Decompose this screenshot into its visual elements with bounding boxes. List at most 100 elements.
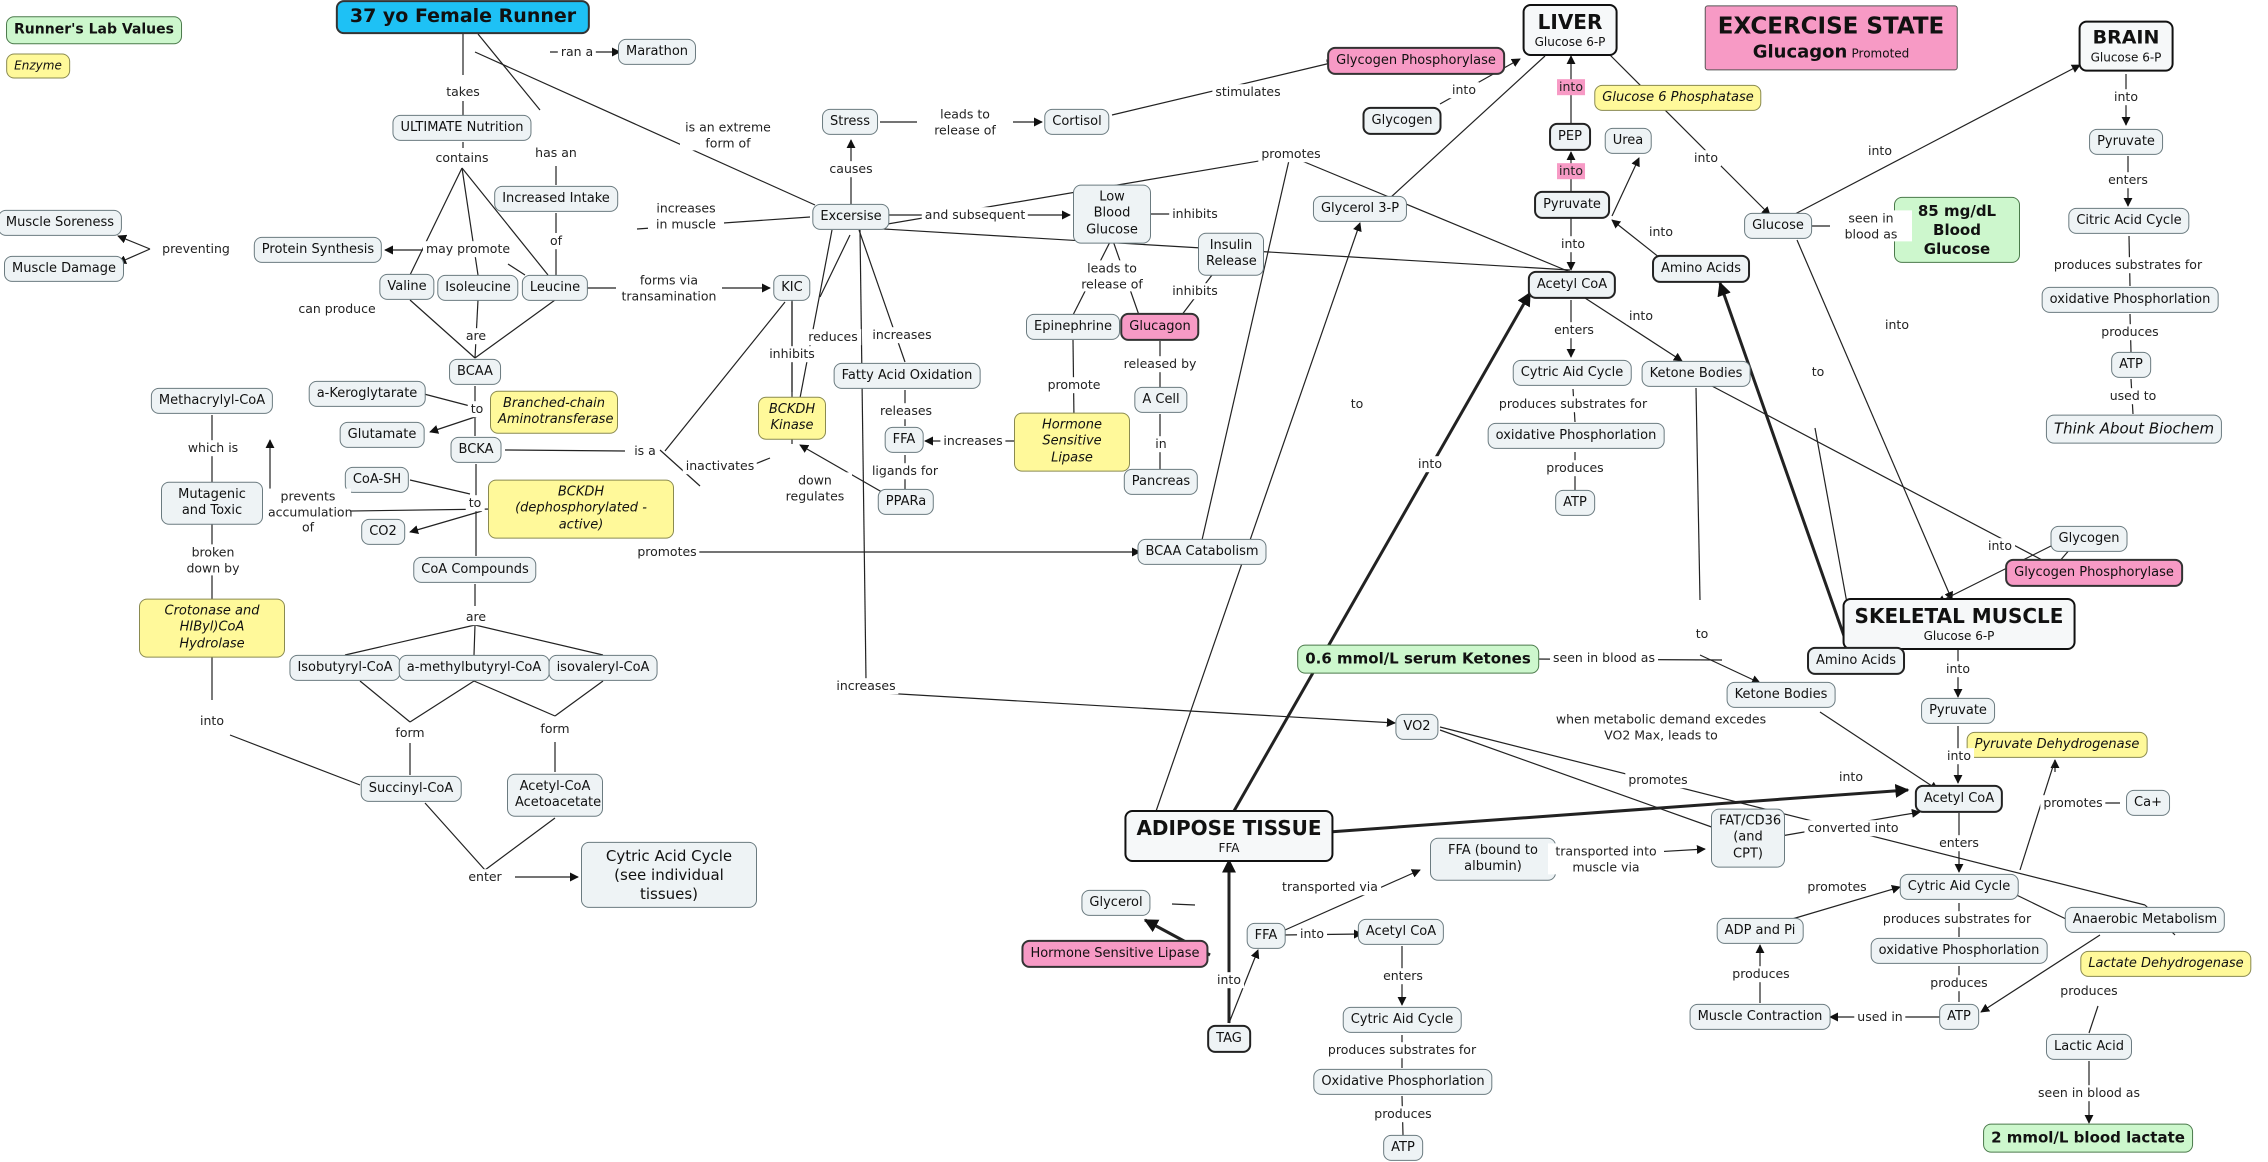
label-to-2: to <box>465 495 485 511</box>
node-urea: Urea <box>1604 127 1652 155</box>
label-enters-muscle: enters <box>1936 835 1982 851</box>
node-coa-compounds: CoA Compounds <box>413 556 537 584</box>
node-glucose-liver: Glucose <box>1744 212 1812 240</box>
label-increases-hsl: increases <box>940 433 1006 449</box>
label-which-is: which is <box>184 440 242 456</box>
node-cytric-muscle: Cytric Aid Cycle <box>1899 873 2019 901</box>
node-methacrylyl-coa: Methacrylyl-CoA <box>150 387 274 415</box>
node-glycogen-muscle: Glycogen <box>2050 525 2128 553</box>
enzyme-g6p: Glucose 6 Phosphatase <box>1594 84 1762 112</box>
node-acetyl-coa-muscle: Acetyl CoA <box>1914 784 2004 814</box>
label-into-glycogen-muscle: into <box>1985 538 2015 554</box>
connector-line <box>477 33 541 111</box>
muscle-title: SKELETAL MUSCLE <box>1854 604 2064 628</box>
connector-line <box>1794 64 2081 215</box>
node-lactic-acid: Lactic Acid <box>2045 1033 2133 1061</box>
label-ligands: ligands for <box>868 463 942 479</box>
node-pancreas: Pancreas <box>1123 468 1199 496</box>
enzyme-crotonase: Crotonase and HIByl)CoA Hydrolase <box>139 598 285 658</box>
label-seen-ketones: seen in blood as <box>1550 650 1658 666</box>
label-produces-sub-adipose: produces substrates for <box>1324 1042 1480 1058</box>
node-coa-sh: CoA-SH <box>344 466 410 494</box>
node-ox-phos-adipose: Oxidative Phosphorlation <box>1313 1068 1493 1096</box>
connector-line <box>344 624 476 656</box>
node-ketone-bodies-muscle: Ketone Bodies <box>1726 681 1836 709</box>
node-anaerobic: Anaerobic Metabolism <box>2064 906 2226 934</box>
enzyme-glycogen-phosphorylase-muscle: Glycogen Phosphorylase <box>2005 558 2183 588</box>
node-methylbutyryl-coa: a-methylbutyryl-CoA <box>398 654 550 682</box>
connector-line <box>1153 222 1362 818</box>
connector-line <box>1289 155 1571 273</box>
label-contains: contains <box>432 150 492 166</box>
label-into-g6p: into <box>1691 150 1721 166</box>
label-into-pep: into <box>1557 79 1585 95</box>
label-form-1: form <box>392 725 428 741</box>
connector-line <box>1717 281 1852 654</box>
node-isoleucine: Isoleucine <box>437 274 519 302</box>
label-may-promote: may promote <box>422 241 514 257</box>
node-cortisol: Cortisol <box>1044 108 1110 136</box>
label-forms-via: forms via transamination <box>616 272 722 304</box>
label-promote: promote <box>1044 377 1104 393</box>
node-mutagenic: Mutagenic and Toxic <box>161 481 263 525</box>
connector-line <box>473 680 556 717</box>
node-a-keroglytarate: a-Keroglytarate <box>308 380 426 408</box>
enzyme-hsl-mid: Hormone Sensitive Lipase <box>1014 412 1130 472</box>
node-adp-pi: ADP and Pi <box>1716 917 1804 945</box>
node-ppara: PPARa <box>877 488 935 516</box>
connector-line <box>2088 1005 2099 1034</box>
connector-line <box>1709 384 2081 581</box>
connector-line <box>507 263 526 276</box>
label-released-by: released by <box>1120 356 1200 372</box>
label-used-in-muscle: used in <box>1854 1009 1906 1025</box>
label-enters-liver: enters <box>1551 322 1597 338</box>
node-ox-phos-liver: oxidative Phosphorlation <box>1487 422 1665 450</box>
enzyme-bckdh-kinase: BCKDH Kinase <box>758 396 826 440</box>
legend-enzyme: Enzyme <box>6 53 70 79</box>
brain-title: BRAIN <box>2092 26 2160 49</box>
node-atp-muscle: ATP <box>1939 1003 1979 1031</box>
connector-line <box>1611 219 1661 259</box>
label-reduces: reduces <box>805 329 861 345</box>
node-vo2: VO2 <box>1395 713 1439 741</box>
connector-line <box>2019 759 2056 871</box>
connector-line <box>1936 543 2056 604</box>
connector-line <box>409 510 483 535</box>
node-citric-brain: Citric Acid Cycle <box>2068 207 2190 235</box>
hormone-glucagon: Glucagon <box>1120 312 1200 342</box>
connector-line <box>1201 155 1291 541</box>
label-promotes-adp: promotes <box>1804 879 1870 895</box>
node-glycerol-3p: Glycerol 3-P <box>1312 195 1408 223</box>
label-into-tag: into <box>1214 972 1244 988</box>
liver-sub: Glucose 6-P <box>1534 35 1606 49</box>
connector-line <box>1796 239 1953 601</box>
node-ox-phos-muscle: oxidative Phosphorlation <box>1870 937 2048 965</box>
node-fatty-acid-oxidation: Fatty Acid Oxidation <box>833 362 981 390</box>
connector-line <box>664 301 786 452</box>
label-enters-adipose: enters <box>1380 968 1426 984</box>
label-enter: enter <box>465 869 505 885</box>
node-fat-cd36: FAT/CD36 (and CPT) <box>1711 808 1785 868</box>
label-seen-blood-glucose: seen in blood as <box>1830 210 1912 242</box>
node-bcka: BCKA <box>450 436 502 464</box>
connector-line <box>1695 387 1701 601</box>
node-insulin-release: Insulin Release <box>1198 232 1264 276</box>
connector-line <box>473 624 476 656</box>
connector-line <box>1699 654 1761 684</box>
node-atp-adipose: ATP <box>1383 1134 1423 1162</box>
patient-node: 37 yo Female Runner <box>335 0 591 34</box>
label-increases-vo2: increases <box>833 678 899 694</box>
label-preventing: preventing <box>159 241 233 257</box>
connector-line <box>474 299 556 359</box>
node-amino-acids-muscle: Amino Acids <box>1807 646 1905 676</box>
label-has-an: has an <box>532 145 580 161</box>
node-acetyl-coa-liver: Acetyl CoA <box>1527 270 1617 300</box>
label-into-adipose-liver: into <box>1415 456 1445 472</box>
node-ketone-bodies-liver: Ketone Bodies <box>1641 360 1751 388</box>
connector-line <box>865 691 1396 728</box>
node-kic: KIC <box>773 274 811 302</box>
connector-line <box>859 229 867 681</box>
state-hormone: Glucagon <box>1752 41 1848 63</box>
connector-line <box>1980 934 2101 1013</box>
label-into-ketone-muscle: into <box>1836 769 1866 785</box>
